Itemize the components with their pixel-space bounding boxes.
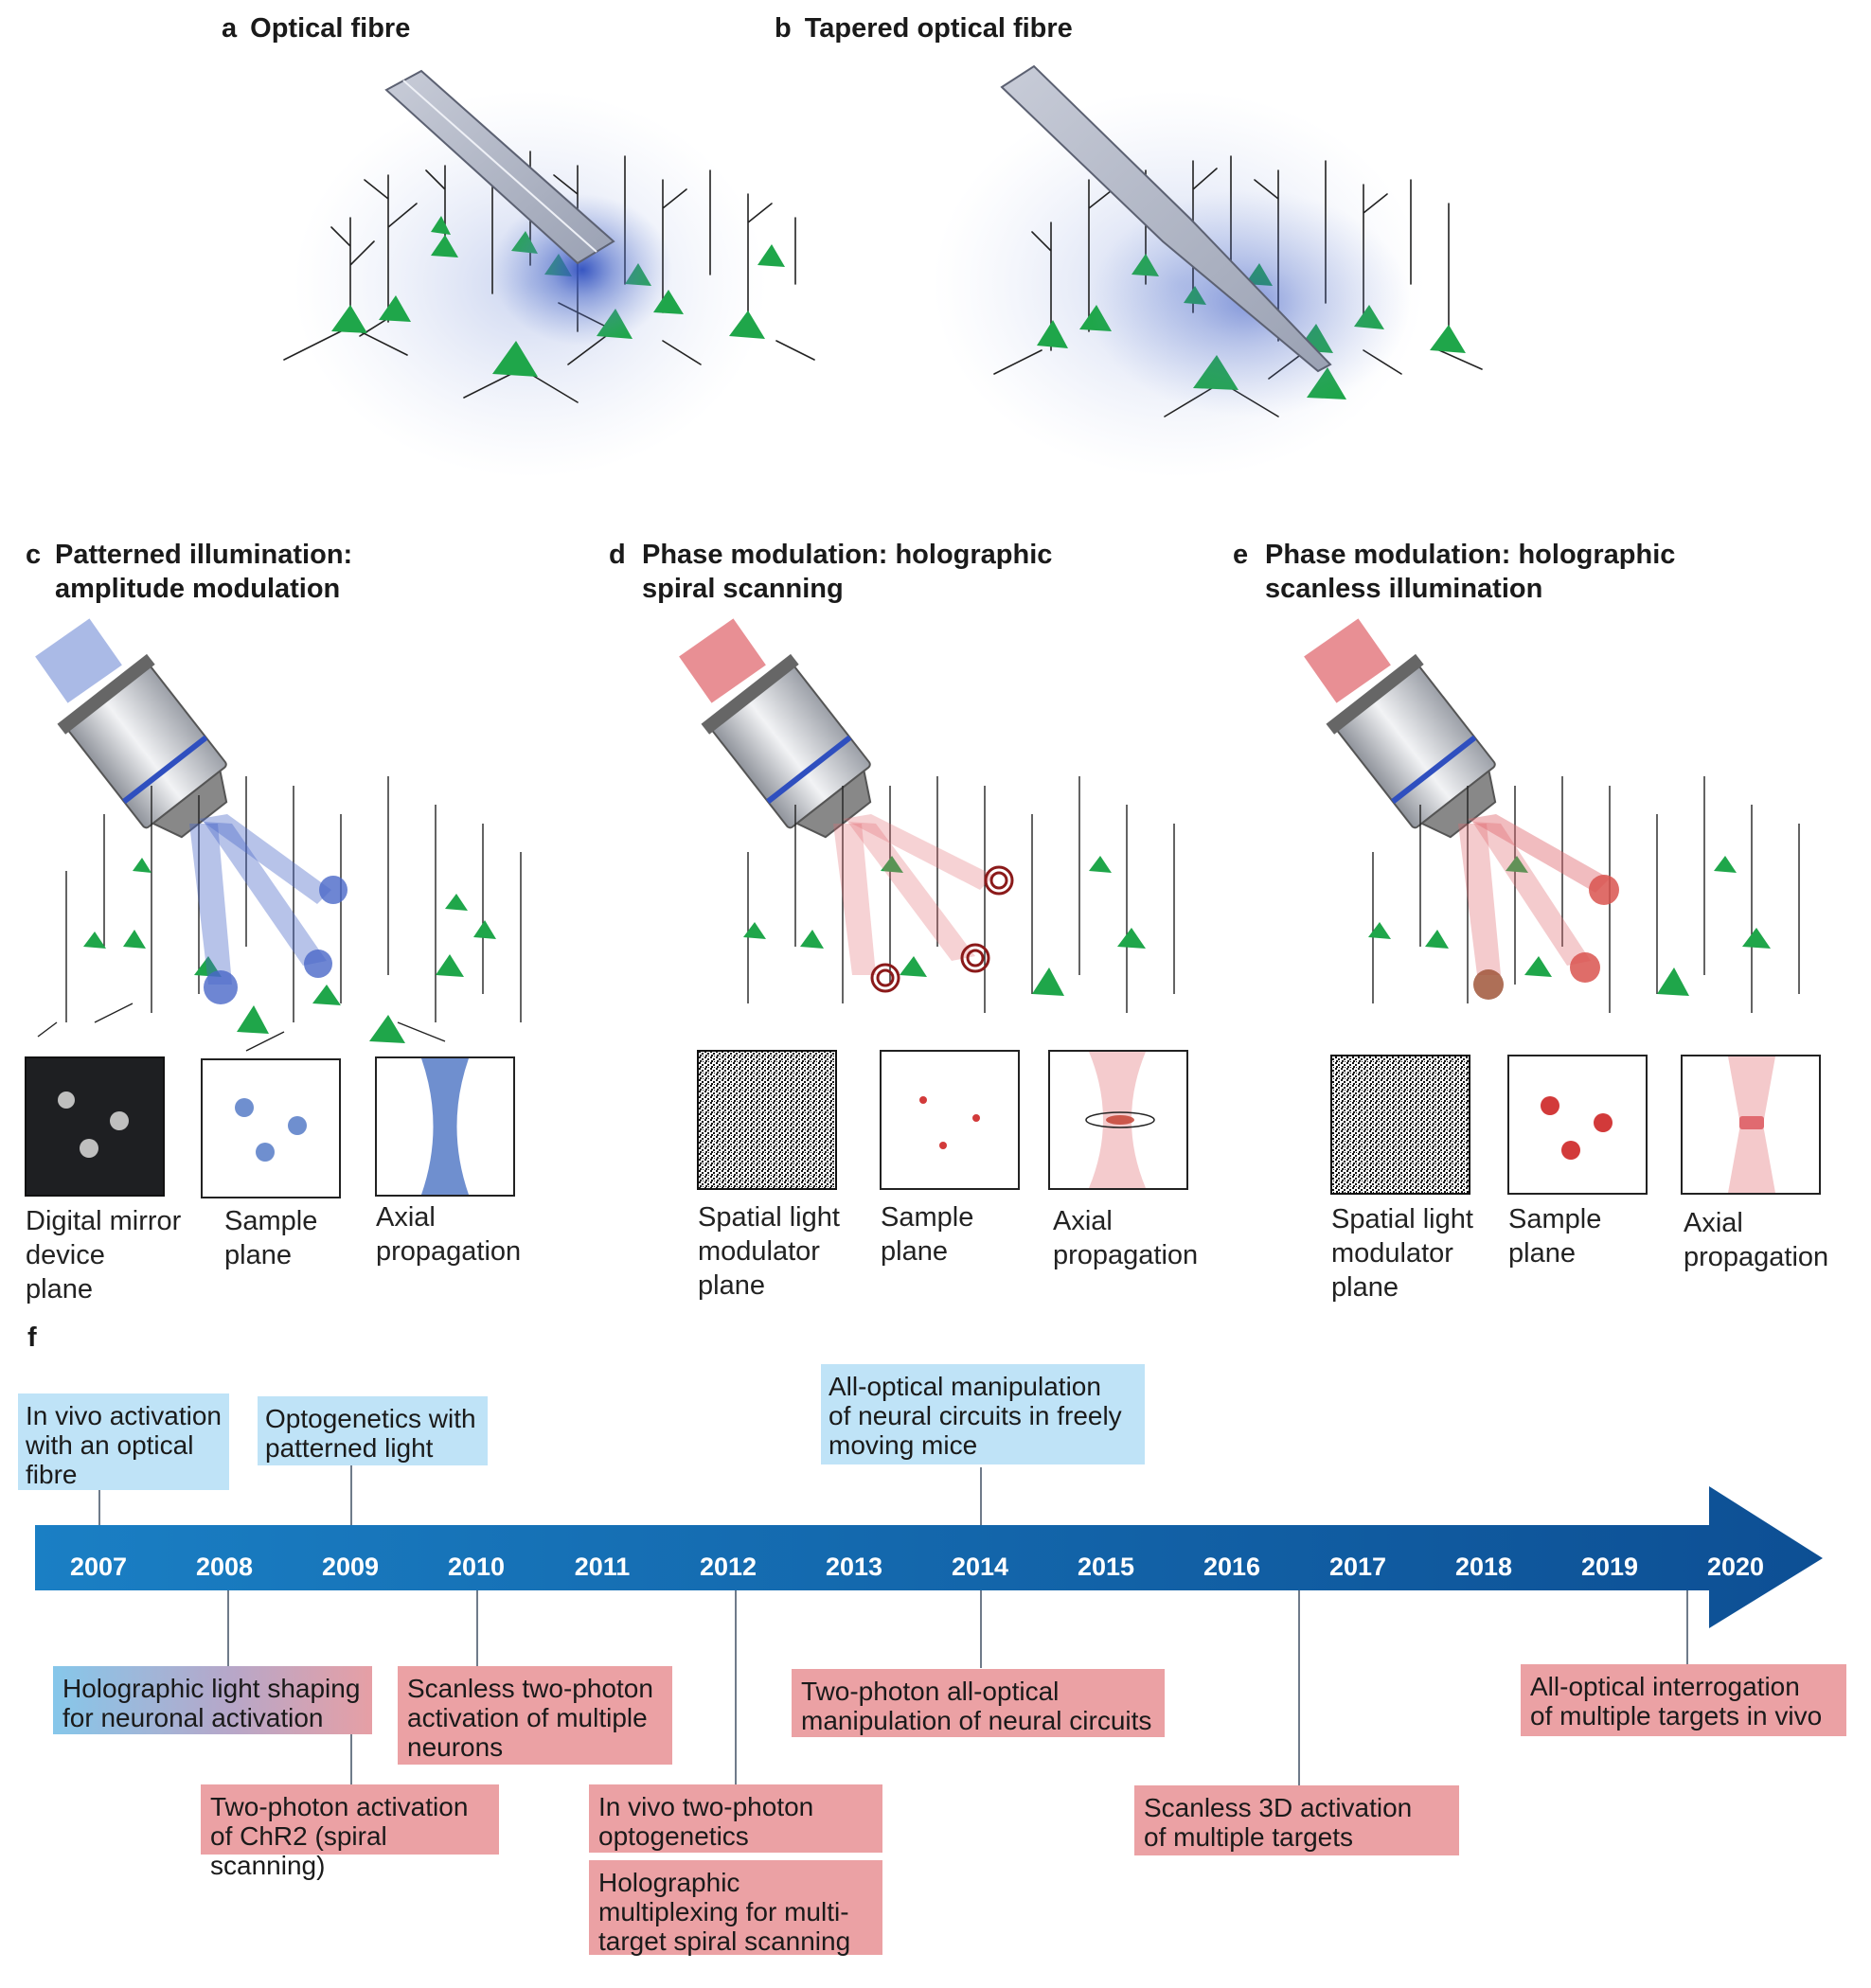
connector-line — [1298, 1590, 1300, 1787]
year-label: 2013 — [825, 1553, 883, 1581]
inset-d-slm — [697, 1050, 837, 1190]
caption-e-axial: Axial propagation — [1684, 1208, 1829, 1272]
connector-line — [735, 1590, 737, 1787]
year-label: 2014 — [951, 1553, 1009, 1581]
milestone-box: Holographic multiplexing for multi- targ… — [589, 1860, 882, 1956]
milestone-box: Optogenetics with patterned light — [258, 1396, 488, 1465]
caption-c-sample: Sample plane — [224, 1206, 318, 1270]
year-label: 2015 — [1077, 1553, 1135, 1581]
year-label: 2019 — [1580, 1553, 1639, 1581]
milestone-box: Two-photon all-optical manipulation of n… — [792, 1669, 1165, 1737]
connector-line — [350, 1450, 352, 1525]
connector-line — [98, 1470, 100, 1525]
inset-e-slm — [1330, 1055, 1470, 1195]
year-label: 2020 — [1706, 1553, 1765, 1581]
year-label: 2007 — [69, 1553, 128, 1581]
red-beam-input — [679, 618, 766, 703]
panel-e-letter: e — [1233, 540, 1249, 570]
panel-d-title: Phase modulation: holographic spiral sca… — [642, 540, 1053, 604]
milestone-box: In vivo activation with an optical fibre — [18, 1393, 229, 1490]
panel-e-illustration — [1304, 618, 1800, 1013]
year-label: 2008 — [195, 1553, 254, 1581]
milestone-box: Scanless two-photon activation of multip… — [398, 1666, 672, 1765]
caption-d-axial: Axial propagation — [1053, 1206, 1199, 1270]
inset-e-axial — [1681, 1055, 1821, 1195]
objective-lens-e — [1326, 653, 1497, 839]
year-label: 2018 — [1454, 1553, 1513, 1581]
panel-f-letter: f — [27, 1322, 37, 1353]
connector-line — [980, 1467, 982, 1525]
caption-d-slm: Spatial light modulator plane — [698, 1202, 840, 1301]
illustrations — [25, 64, 1821, 1198]
panel-d-illustration — [679, 618, 1175, 1013]
caption-c-axial: Axial propagation — [376, 1202, 522, 1267]
panel-c-letter: c — [26, 540, 42, 570]
inset-d-axial — [1048, 1050, 1188, 1190]
panel-b-illustration — [933, 64, 1483, 478]
inset-c-dmd — [25, 1056, 165, 1197]
light-spot — [492, 194, 672, 346]
caption-c-dmd: Digital mirror device plane — [26, 1206, 182, 1305]
blue-beam-input — [35, 618, 122, 703]
objective-lens-c — [57, 653, 228, 839]
panel-c-illustration — [35, 618, 522, 1052]
panel-c-title: Patterned illumination: amplitude modula… — [55, 540, 353, 604]
caption-d-sample: Sample plane — [881, 1202, 974, 1267]
tapered-optical-fibre — [1000, 64, 1332, 373]
connector-line — [980, 1590, 982, 1668]
timeline-arrow — [35, 1486, 1823, 1628]
inset-e-sample — [1507, 1055, 1648, 1195]
panel-e-title: Phase modulation: holographic scanless i… — [1265, 540, 1676, 604]
year-label: 2017 — [1328, 1553, 1387, 1581]
objective-lens-d — [701, 653, 872, 839]
milestone-box: Scanless 3D activation of multiple targe… — [1134, 1785, 1459, 1855]
year-label: 2009 — [321, 1553, 380, 1581]
year-label: 2010 — [447, 1553, 506, 1581]
milestone-box: Two-photon activation of ChR2 (spiral sc… — [201, 1784, 499, 1880]
year-label: 2011 — [574, 1553, 631, 1581]
milestone-box: Holographic light shaping for neuronal a… — [53, 1666, 372, 1734]
milestone-box: All-optical interrogation of multiple ta… — [1521, 1664, 1846, 1736]
inset-c-axial — [375, 1056, 515, 1197]
year-label: 2012 — [699, 1553, 757, 1581]
milestone-box: In vivo two-photon optogenetics — [589, 1784, 882, 1853]
year-label: 2016 — [1203, 1553, 1261, 1581]
milestone-box: All-optical manipulation of neural circu… — [821, 1364, 1145, 1464]
inset-d-sample — [880, 1050, 1020, 1190]
panel-a-illustration — [283, 69, 815, 478]
connector-line — [227, 1590, 229, 1668]
connector-line — [1686, 1590, 1688, 1666]
panel-d-letter: d — [609, 540, 626, 570]
connector-line — [350, 1732, 352, 1786]
caption-e-slm: Spatial light modulator plane — [1331, 1204, 1473, 1303]
connector-line — [476, 1590, 478, 1668]
caption-e-sample: Sample plane — [1508, 1204, 1602, 1269]
inset-c-sample — [201, 1058, 341, 1198]
